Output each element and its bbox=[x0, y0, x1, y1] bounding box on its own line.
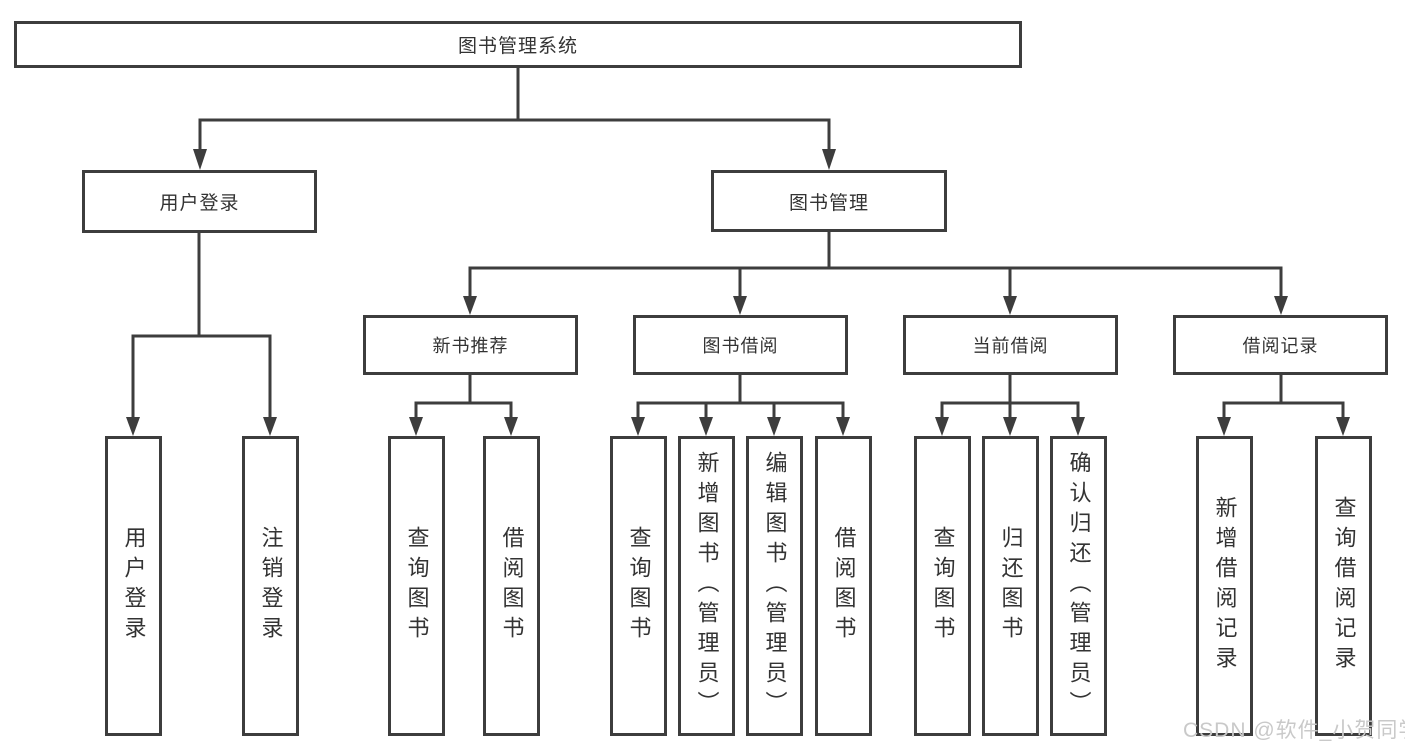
leaf-user-login: 用户登录 bbox=[105, 436, 162, 736]
node-book-borrowing-label: 图书借阅 bbox=[702, 336, 779, 356]
leaf-add-books-admin: 新增图书（管理员） bbox=[678, 436, 735, 736]
leaf-query-books-recommend-label: 查询图书 bbox=[404, 526, 430, 646]
leaf-query-borrow-record: 查询借阅记录 bbox=[1315, 436, 1372, 736]
leaf-add-borrow-record: 新增借阅记录 bbox=[1196, 436, 1253, 736]
node-user-login: 用户登录 bbox=[82, 170, 317, 233]
node-book-borrowing: 图书借阅 bbox=[633, 315, 848, 375]
leaf-query-books-current-label: 查询图书 bbox=[930, 526, 956, 646]
leaf-add-borrow-record-label: 新增借阅记录 bbox=[1212, 496, 1238, 676]
leaf-borrow-books-borrow: 借阅图书 bbox=[815, 436, 872, 736]
leaf-borrow-books-recommend-label: 借阅图书 bbox=[499, 526, 525, 646]
node-new-book-recommendation-label: 新书推荐 bbox=[432, 336, 509, 356]
node-current-borrowing: 当前借阅 bbox=[903, 315, 1118, 375]
node-current-borrowing-label: 当前借阅 bbox=[972, 336, 1049, 356]
leaf-query-borrow-record-label: 查询借阅记录 bbox=[1331, 496, 1357, 676]
node-user-login-label: 用户登录 bbox=[159, 193, 240, 214]
leaf-borrow-books-borrow-label: 借阅图书 bbox=[831, 526, 857, 646]
node-library-system: 图书管理系统 bbox=[14, 21, 1022, 68]
leaf-query-books-current: 查询图书 bbox=[914, 436, 971, 736]
arrowheads bbox=[126, 149, 1350, 436]
leaf-query-books-recommend: 查询图书 bbox=[388, 436, 445, 736]
csdn-watermark: CSDN @软件_小贺同学 bbox=[1183, 719, 1405, 742]
leaf-query-books-borrow-label: 查询图书 bbox=[626, 526, 652, 646]
leaf-user-login-label: 用户登录 bbox=[121, 526, 147, 646]
leaf-query-books-borrow: 查询图书 bbox=[610, 436, 667, 736]
leaf-borrow-books-recommend: 借阅图书 bbox=[483, 436, 540, 736]
leaf-logout-label: 注销登录 bbox=[258, 526, 284, 646]
leaf-confirm-return-admin-label: 确认归还（管理员） bbox=[1066, 451, 1092, 721]
leaf-return-books-label: 归还图书 bbox=[998, 526, 1024, 646]
node-book-management: 图书管理 bbox=[711, 170, 947, 232]
leaf-return-books: 归还图书 bbox=[982, 436, 1039, 736]
leaf-logout: 注销登录 bbox=[242, 436, 299, 736]
node-borrowing-records-label: 借阅记录 bbox=[1242, 336, 1319, 356]
node-library-system-label: 图书管理系统 bbox=[457, 36, 578, 57]
leaf-edit-books-admin-label: 编辑图书（管理员） bbox=[762, 451, 788, 721]
node-borrowing-records: 借阅记录 bbox=[1173, 315, 1388, 375]
leaf-confirm-return-admin: 确认归还（管理员） bbox=[1050, 436, 1107, 736]
node-book-management-label: 图书管理 bbox=[788, 192, 869, 214]
node-new-book-recommendation: 新书推荐 bbox=[363, 315, 578, 375]
leaf-add-books-admin-label: 新增图书（管理员） bbox=[694, 451, 720, 721]
leaf-edit-books-admin: 编辑图书（管理员） bbox=[746, 436, 803, 736]
